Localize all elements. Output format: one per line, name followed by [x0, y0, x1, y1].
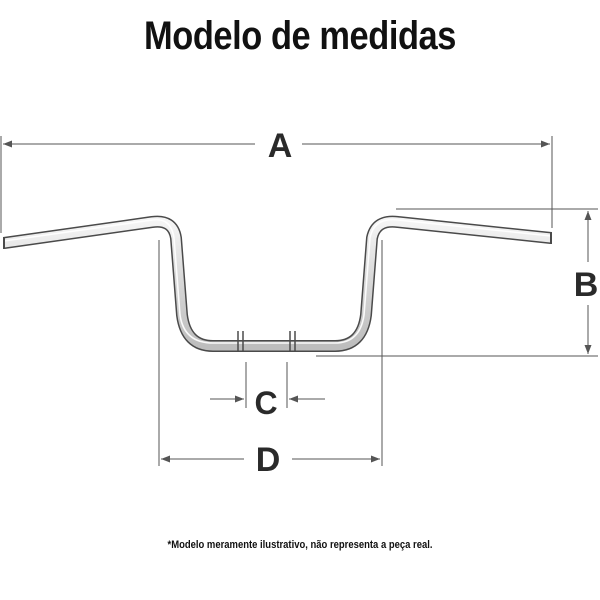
dimension-c-label: C	[254, 385, 277, 421]
dimension-b: B	[316, 208, 599, 357]
disclaimer-footnote: *Modelo meramente ilustrativo, não repre…	[167, 539, 433, 551]
clamp-knurl-left	[237, 331, 244, 352]
dimension-d: D	[158, 240, 383, 479]
handlebar-highlight	[3, 218, 552, 344]
handlebar-body	[3, 217, 552, 351]
clamp-knurl-right	[289, 331, 296, 352]
dimension-a: A	[0, 127, 553, 233]
handlebar-illustration	[3, 215, 552, 352]
dimension-c: C	[210, 362, 325, 421]
dimension-a-label: A	[268, 127, 293, 165]
page-title: Modelo de medidas	[144, 14, 456, 58]
dimension-d-label: D	[256, 441, 281, 479]
dimension-b-label: B	[574, 266, 599, 304]
handlebar-outline	[3, 215, 552, 352]
